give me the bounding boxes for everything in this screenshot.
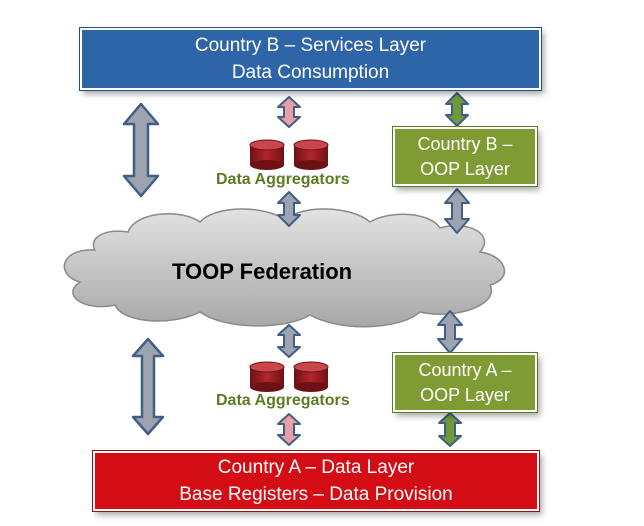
country-a-data-layer: Country A – Data Layer Base Registers – …: [92, 450, 540, 512]
arrow-aggregators-bottom-lower: [277, 413, 301, 446]
arrow-aggregators-top-lower: [277, 191, 301, 227]
data-aggregators-label-top: Data Aggregators: [216, 171, 350, 188]
arrow-left-bottom: [131, 337, 165, 436]
arrow-oop-b-upper: [445, 92, 469, 127]
arrow-left-top: [122, 102, 160, 198]
country-b-services-layer: Country B – Services Layer Data Consumpt…: [79, 27, 542, 91]
arrow-oop-a-lower: [438, 412, 462, 447]
data-aggregators-label-bottom: Data Aggregators: [216, 392, 350, 409]
cloud-icon: [63, 208, 506, 328]
arrow-aggregators-top-upper: [277, 96, 301, 128]
database-icon: [249, 139, 285, 170]
data-layer-subtitle: Base Registers – Data Provision: [179, 484, 453, 505]
oop-b-title: Country B –: [417, 133, 513, 154]
arrow-oop-b-lower: [444, 188, 470, 234]
services-layer-subtitle: Data Consumption: [231, 62, 390, 83]
services-layer-title: Country B – Services Layer: [194, 35, 427, 56]
oop-a-subtitle: OOP Layer: [420, 384, 510, 405]
data-layer-title: Country A – Data Layer: [217, 457, 415, 478]
oop-a-title: Country A –: [418, 359, 512, 380]
database-icon: [293, 139, 329, 170]
database-icon: [293, 361, 329, 392]
oop-b-subtitle: OOP Layer: [420, 158, 510, 179]
arrow-oop-a-upper: [437, 310, 463, 354]
database-icon: [249, 361, 285, 392]
country-b-oop-layer: Country B – OOP Layer: [392, 126, 538, 187]
arrow-aggregators-bottom-upper: [277, 324, 301, 358]
toop-federation-label: TOOP Federation: [172, 259, 353, 284]
country-a-oop-layer: Country A – OOP Layer: [392, 352, 538, 413]
